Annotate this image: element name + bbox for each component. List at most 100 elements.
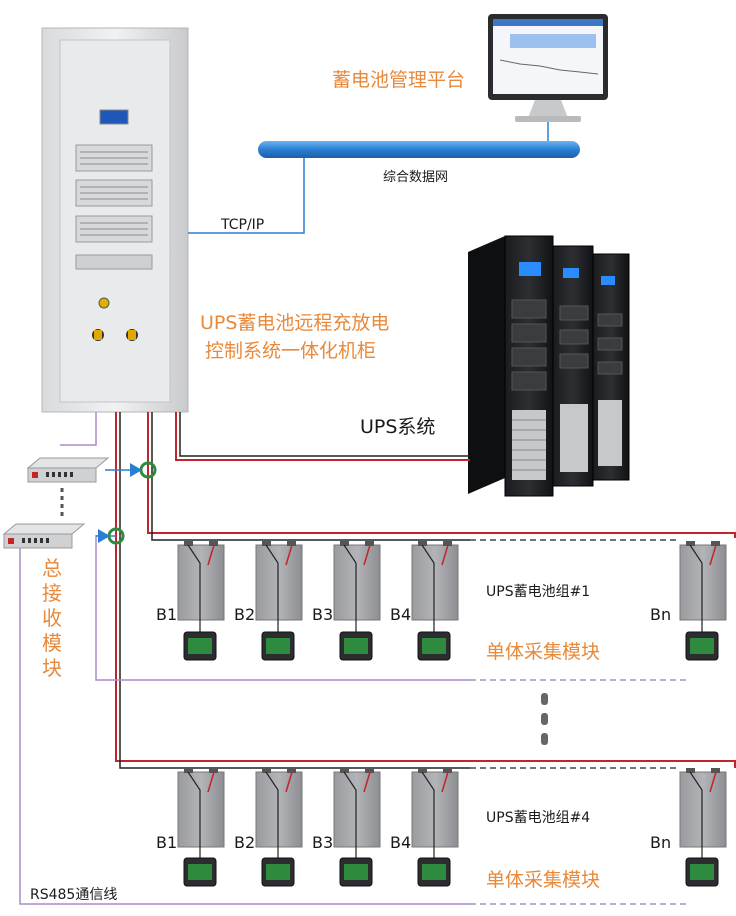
sense-wire-red [285,544,293,566]
sensor-arrow-icon [98,529,110,543]
battery-terminal [184,541,193,546]
collector-face [344,864,368,880]
collector-face [422,864,446,880]
battery-terminal [287,541,296,546]
battery-icon [255,771,303,848]
collector-face [344,638,368,654]
battery-cell-label: B1 [156,605,177,624]
battery-icon [255,544,303,621]
battery-cell: Bn [650,541,727,661]
battery-icon [333,544,381,621]
more-groups-dots [541,693,548,745]
sense-wire-red [709,771,717,793]
battery-group-name: UPS蓄电池组#4 [486,810,590,826]
network-bar [258,141,580,158]
receiver-module-char: 总 [42,556,62,580]
battery-cell-label: Bn [650,833,671,852]
battery-group: B1 B2 B3 B4 Bn UPS蓄电池组#1 单体采集模块 [156,541,727,663]
battery-cell: Bn [650,768,727,887]
battery-terminal [184,768,193,773]
sense-wire-black [343,544,357,632]
integrated-cabinet [41,27,189,413]
battery-cell: B1 [156,768,225,887]
sense-wire-black [265,544,279,632]
receiver-module-char: 收 [42,606,62,630]
sense-wire-black [265,771,279,858]
platform-label: 蓄电池管理平台 [332,69,465,91]
battery-cell: B4 [390,768,459,887]
battery-icon [411,544,459,621]
sense-wire-black [689,771,703,858]
sense-wire-red [285,771,293,793]
battery-group-name: UPS蓄电池组#1 [486,584,590,600]
sense-wire-red [709,544,717,566]
battery-cell-label: B2 [234,605,255,624]
network-label: 综合数据网 [383,170,448,185]
receiver-module-icon [26,457,110,483]
battery-cell-label: B3 [312,833,333,852]
battery-cell: B3 [312,768,381,887]
sense-wire-black [689,544,703,632]
ups-system-icon [468,235,630,497]
battery-icon [177,544,225,621]
collector-face [690,864,714,880]
collector-face [188,864,212,880]
battery-icon [411,771,459,848]
battery-cell: B4 [390,541,459,661]
receiver-module-char: 模 [42,631,62,655]
sense-wire-red [441,771,449,793]
cabinet-label-line1: UPS蓄电池远程充放电 [200,312,389,334]
battery-cell-label: B1 [156,833,177,852]
collector-face [266,638,290,654]
battery-cell-label: B3 [312,605,333,624]
receiver-module-char: 块 [42,656,62,680]
receiver-module-char: 接 [42,581,62,605]
sense-wire-black [187,771,201,858]
battery-cell-label: B4 [390,833,411,852]
collector-face [188,638,212,654]
battery-terminal [340,541,349,546]
battery-terminal [209,768,218,773]
battery-terminal [365,541,374,546]
battery-terminal [686,768,695,773]
battery-terminal [262,541,271,546]
battery-terminal [711,768,720,773]
battery-cell: B1 [156,541,225,661]
tcpip-link [188,158,305,234]
sense-wire-red [363,544,371,566]
sense-wire-red [207,771,215,793]
battery-cell: B3 [312,541,381,661]
battery-terminal [262,768,271,773]
battery-terminal [443,541,452,546]
battery-cell-label: B4 [390,605,411,624]
battery-terminal [209,541,218,546]
ups-system-label: UPS系统 [360,416,435,438]
receiver-module-label: 总 接 收 模 块 [42,556,62,680]
collector-face [690,638,714,654]
cell-module-label: 单体采集模块 [486,869,600,891]
battery-icon [333,771,381,848]
protocol-label: TCP/IP [220,217,264,233]
battery-group: B1 B2 B3 B4 Bn UPS蓄电池组#4 单体采集模块 [156,768,727,891]
battery-cell-label: B2 [234,833,255,852]
battery-terminal [443,768,452,773]
battery-terminal [711,541,720,546]
receiver-module-icon [2,523,86,549]
sense-wire-black [421,771,435,858]
battery-icon [177,771,225,848]
battery-terminal [287,768,296,773]
battery-terminal [365,768,374,773]
battery-cell-label: Bn [650,605,671,624]
battery-terminal [418,541,427,546]
sense-wire-black [421,544,435,632]
battery-terminal [686,541,695,546]
battery-icon [679,771,727,848]
battery-cell: B2 [234,541,303,661]
monitor-icon [488,14,608,122]
sense-wire-black [343,771,357,858]
collector-face [266,864,290,880]
battery-terminal [340,768,349,773]
sense-wire-black [187,544,201,632]
cell-module-label: 单体采集模块 [486,641,600,663]
